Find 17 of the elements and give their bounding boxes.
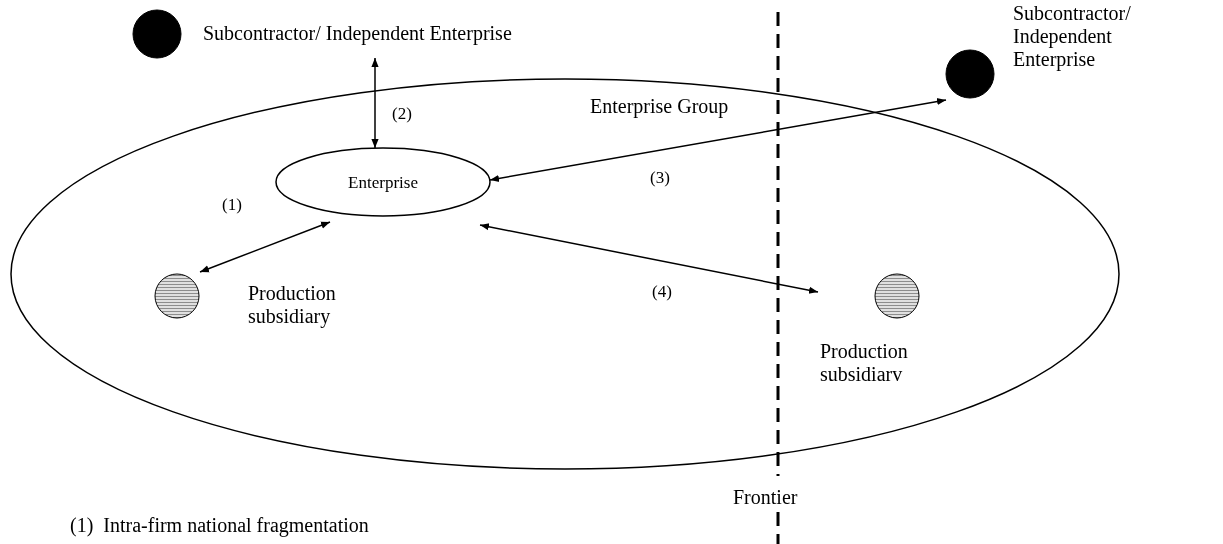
node-label: Production subsidiarv [820, 340, 909, 386]
group-ellipse [10, 78, 1120, 470]
node-label: Production subsidiary [248, 282, 337, 328]
double-arrow [479, 223, 819, 294]
enterprise-ellipse [275, 147, 491, 217]
edge-label: (3) [650, 168, 670, 188]
double-arrow [199, 221, 331, 273]
node-label: Enterprise [347, 172, 419, 194]
edge-label: (1) [222, 195, 242, 215]
node-label: Subcontractor/ Independent Enterprise [1013, 2, 1132, 71]
double-arrow [371, 57, 379, 149]
frontier-label: Frontier [733, 486, 798, 509]
edge-label: (2) [392, 104, 412, 124]
note-text: (1) Intra-firm national fragmentation [70, 514, 369, 537]
node-label: Subcontractor/ Independent Enterprise [203, 22, 512, 45]
double-arrow [489, 98, 947, 182]
edge-label: (4) [652, 282, 672, 302]
